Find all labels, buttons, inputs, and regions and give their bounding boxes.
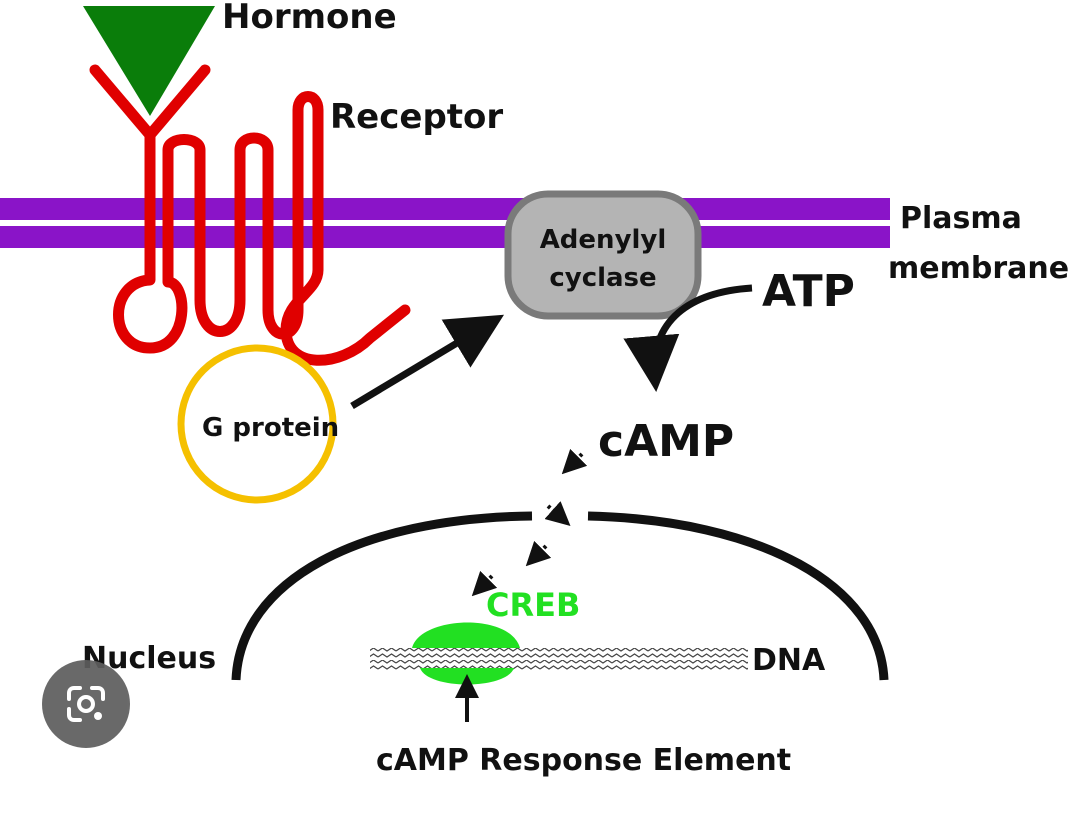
label-cyclase: cyclase xyxy=(549,263,656,293)
creb-top xyxy=(412,622,520,648)
label-membrane: membrane xyxy=(888,251,1069,286)
label-hormone: Hormone xyxy=(222,0,397,37)
label-adenylyl: Adenylyl xyxy=(540,225,667,255)
label-receptor: Receptor xyxy=(330,97,503,137)
camp-arrow-3 xyxy=(525,540,552,567)
dna-strand xyxy=(370,646,748,670)
label-atp: ATP xyxy=(762,266,855,317)
plasma-membrane-upper xyxy=(0,198,890,220)
camp-arrow-1 xyxy=(561,448,588,475)
arrow-atp-to-camp xyxy=(623,284,753,392)
lens-camera-icon xyxy=(67,686,105,722)
label-plasma: Plasma xyxy=(900,201,1022,236)
lens-button[interactable] xyxy=(42,660,130,748)
arrow-gprotein-to-cyclase xyxy=(350,314,505,410)
label-creb: CREB xyxy=(486,586,580,624)
label-camp: cAMP xyxy=(598,416,734,467)
adenylyl-cyclase-shape xyxy=(504,190,702,320)
camp-arrow-2 xyxy=(544,501,571,526)
nucleus-envelope-right xyxy=(587,511,889,681)
label-g-protein: G protein xyxy=(202,413,339,443)
hormone-shape xyxy=(83,6,215,116)
receptor-shape xyxy=(89,64,411,366)
label-camp-response-element: cAMP Response Element xyxy=(376,743,791,778)
label-dna: DNA xyxy=(752,643,826,678)
plasma-membrane-lower xyxy=(0,226,890,248)
g-protein-shape xyxy=(177,344,337,504)
camp-arrow-4 xyxy=(471,570,498,597)
nucleus-envelope-left xyxy=(231,511,533,681)
